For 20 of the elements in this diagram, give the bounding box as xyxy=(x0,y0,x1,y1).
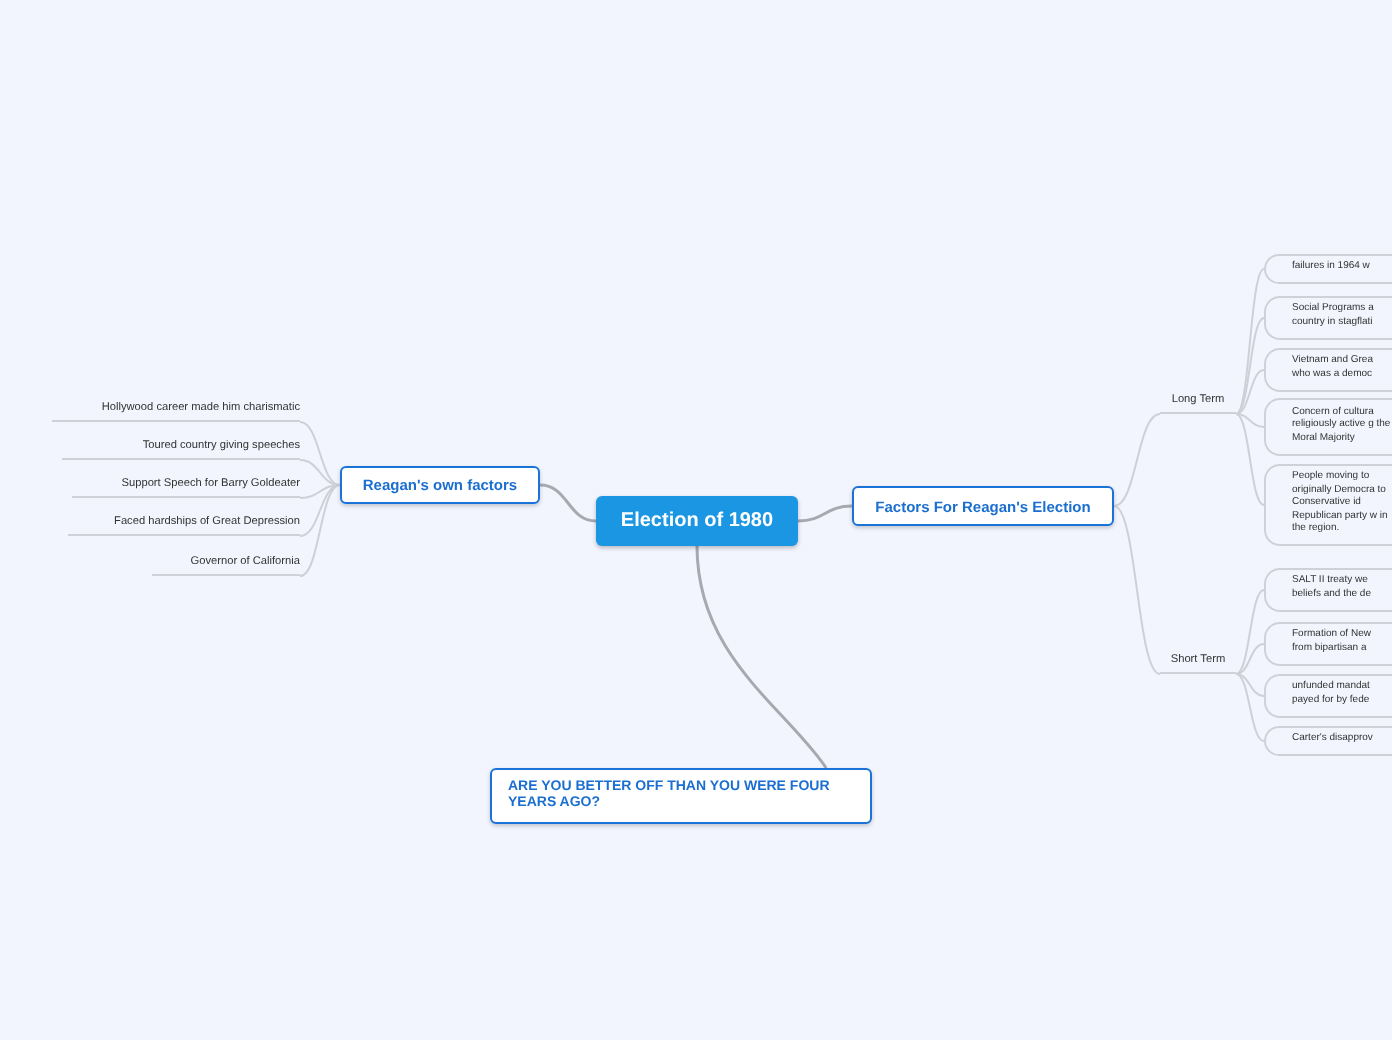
connector-line xyxy=(1113,413,1161,507)
connector-line xyxy=(299,421,341,486)
connector-line xyxy=(299,459,341,486)
connector-line xyxy=(1235,413,1265,506)
connector-line xyxy=(299,484,341,577)
connector-line xyxy=(1235,268,1265,415)
connector-line xyxy=(1235,413,1265,428)
connector-line xyxy=(1235,673,1265,742)
connector-line xyxy=(1235,317,1265,415)
central-topic-box: Election of 1980 xyxy=(596,496,798,546)
connector-line xyxy=(1235,589,1265,675)
connector-line xyxy=(695,545,828,769)
connector-line xyxy=(539,483,597,523)
connector-line xyxy=(1235,369,1265,415)
connector-line xyxy=(299,484,341,537)
connector-line xyxy=(1235,673,1265,697)
connector-line xyxy=(797,504,853,523)
connector-line xyxy=(299,484,341,499)
connector-line xyxy=(1113,505,1161,675)
connector-line xyxy=(1235,643,1265,675)
